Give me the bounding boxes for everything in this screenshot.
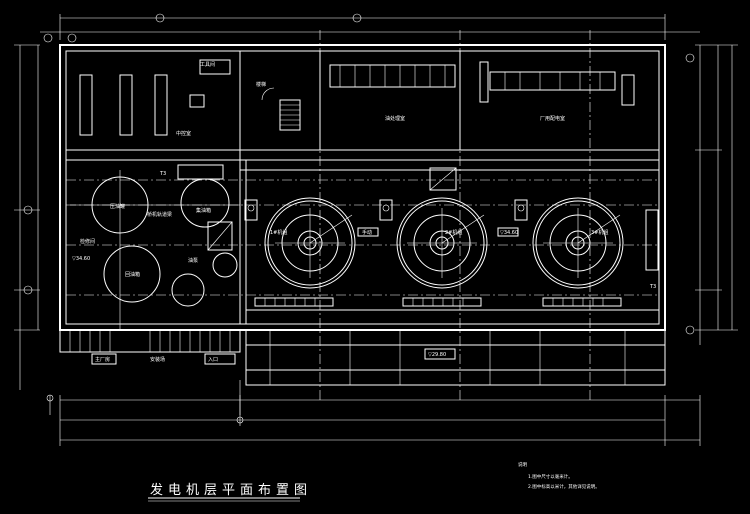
label-tank-c: 回油箱: [125, 271, 140, 278]
label-elev-b: ▽34.60: [500, 230, 518, 236]
label-entrance-a: 主厂房: [95, 356, 110, 363]
label-unit-c: 3#机组: [591, 229, 608, 236]
label-entrance-c: 入口: [208, 357, 218, 363]
label-entrance-b: 安装场: [150, 356, 165, 363]
lower-structure: [46, 329, 666, 424]
notes-item-1: 1.图中尺寸以毫米计。: [528, 473, 573, 480]
label-storage: 工具间: [200, 61, 215, 68]
generator-unit-2: [396, 197, 488, 289]
label-stair: 楼梯: [256, 81, 266, 88]
label-workshop: 检修间: [80, 238, 95, 245]
upper-rooms: [79, 59, 635, 191]
label-unit-b: 2#机组: [445, 229, 462, 236]
label-pump: 油泵: [188, 257, 198, 264]
dimension-lines: [14, 14, 738, 446]
label-elev-a: ▽34.60: [72, 256, 90, 262]
notes-heading: 说明: [518, 461, 527, 468]
label-unit-a: 1#机组: [270, 229, 287, 236]
auxiliary-equipment: [244, 199, 528, 237]
control-panels: [254, 297, 622, 307]
label-equip-b: 厂用配电室: [540, 115, 565, 122]
label-office: 中控室: [176, 130, 191, 137]
tank-circles: [70, 170, 240, 330]
label-rail: T3: [159, 171, 166, 177]
generator-unit-1: [264, 197, 356, 289]
generator-unit-3: [532, 197, 624, 289]
label-bottom-box: ▽29.80: [428, 352, 446, 358]
label-crane-beam: 桥机轨道梁: [147, 211, 172, 218]
notes-item-2: 2.图中标高以米计，其他详见说明。: [528, 483, 600, 490]
axis-markers: [23, 13, 695, 335]
label-tank-b: 集油箱: [196, 207, 211, 214]
label-grid-a: T3: [649, 284, 656, 290]
label-handwheel: 手动: [362, 229, 372, 236]
label-equip-a: 油处理室: [385, 115, 405, 122]
drawing-title: 发电机层平面布置图: [150, 482, 312, 498]
label-tank-a: 压油罐: [110, 203, 125, 210]
